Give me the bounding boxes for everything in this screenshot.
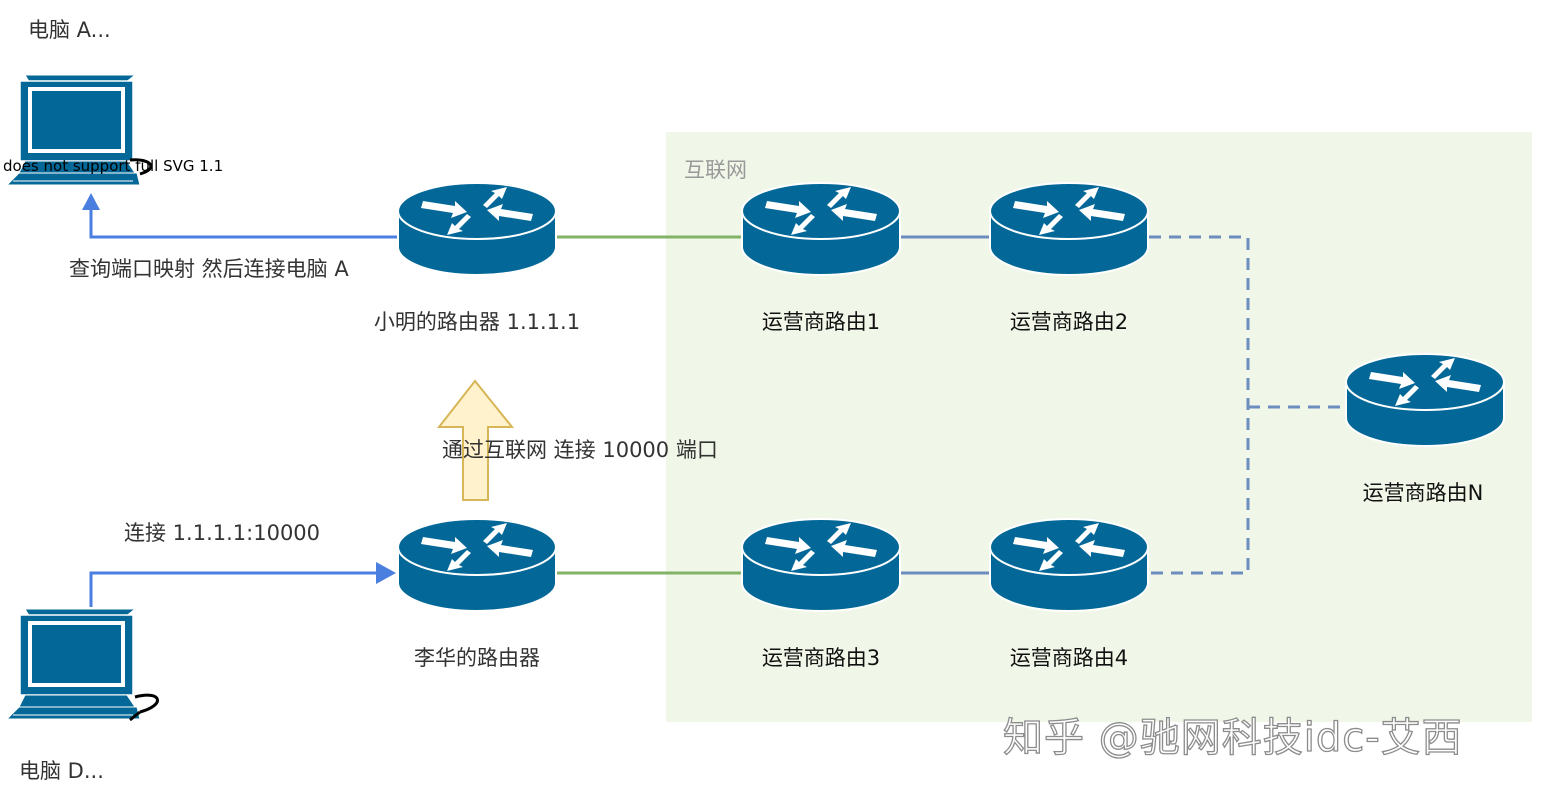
link-isp2-isp4-dashed <box>1149 235 1250 575</box>
query-port-mapping-label: 查询端口映射 然后连接电脑 A <box>69 257 349 281</box>
router-label-ispN: 运营商路由N <box>1362 481 1484 505</box>
arrow-head-up-icon <box>82 193 100 210</box>
computer-d-label: 电脑 D... <box>19 759 104 783</box>
router-icon-xiaoming <box>397 182 557 276</box>
arrow-computer-d-to-lihua <box>89 571 378 607</box>
internet-connect-label: 通过互联网 连接 10000 端口 <box>442 438 718 462</box>
router-label-isp2: 运营商路由2 <box>1009 310 1129 334</box>
router-icon-isp1 <box>741 182 901 276</box>
computer-icon-d <box>6 608 141 720</box>
router-icon-isp4 <box>989 518 1149 612</box>
router-label-isp1: 运营商路由1 <box>761 310 881 334</box>
router-icon-ispN <box>1345 353 1505 447</box>
computer-a-label: 电脑 A... <box>28 18 111 42</box>
router-label-isp3: 运营商路由3 <box>761 646 881 670</box>
arrow-query-to-computer-a <box>89 208 400 239</box>
arrow-head-right-icon <box>376 562 396 584</box>
up-arrow-icon <box>436 379 515 501</box>
mouse-cord-d-icon <box>129 693 160 722</box>
internet-region-label: 互联网 <box>684 158 747 182</box>
connect-label: 连接 1.1.1.1:10000 <box>124 521 321 545</box>
router-icon-isp3 <box>741 518 901 612</box>
router-label-lihua: 李华的路由器 <box>414 646 540 670</box>
watermark-text: 知乎 @驰网科技idc-艾西 <box>1002 715 1463 761</box>
router-icon-isp2 <box>989 182 1149 276</box>
router-label-isp4: 运营商路由4 <box>1009 646 1129 670</box>
svg-warning-text: does not support full SVG 1.1 <box>3 157 224 175</box>
router-label-xiaoming: 小明的路由器 1.1.1.1 <box>373 310 581 334</box>
mouse-cord-a-icon <box>129 158 153 176</box>
router-icon-lihua <box>397 518 557 612</box>
